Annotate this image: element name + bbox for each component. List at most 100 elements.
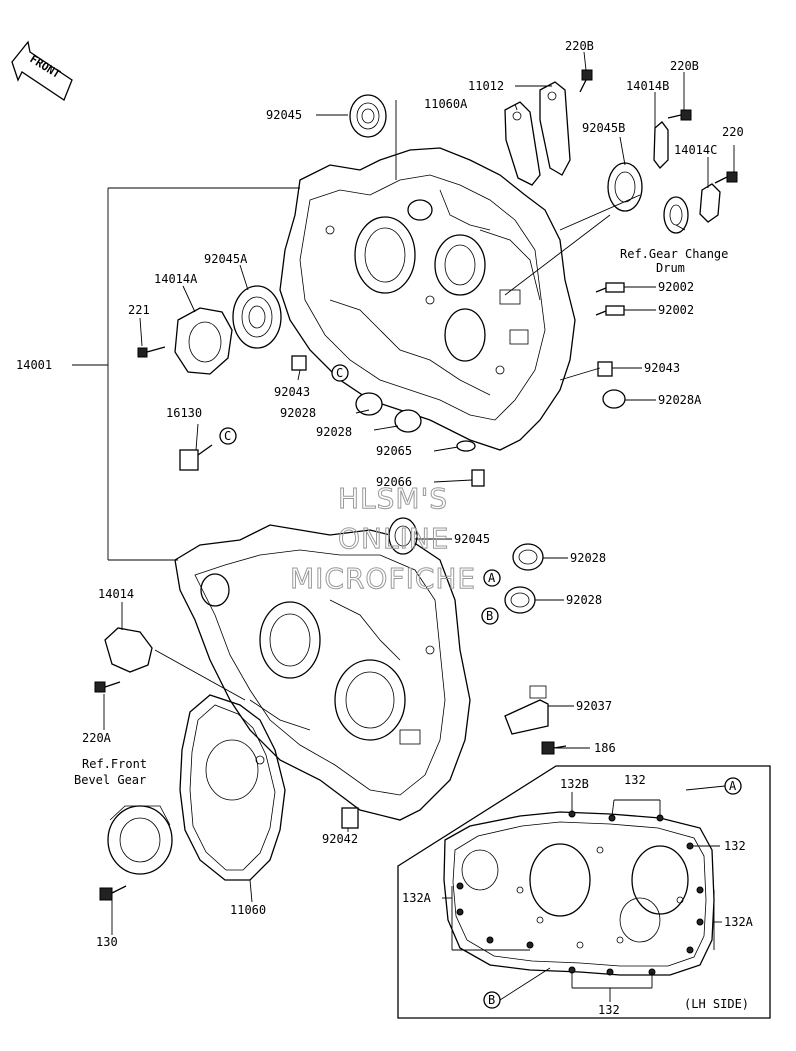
plate-14014 [104, 627, 153, 673]
bushing-92028-c [512, 543, 544, 571]
upper-crankcase [279, 147, 576, 451]
gasket-11060 [179, 694, 286, 881]
bolt-220B-a [579, 69, 593, 93]
dowel-92042 [341, 807, 359, 829]
part-label: 220B [565, 39, 594, 53]
part-label: 92043 [274, 385, 310, 399]
ref-bevel-line1: Ref.Front [82, 757, 147, 771]
part-label: 132A [724, 915, 754, 929]
lh-side-inset [397, 765, 771, 1019]
part-label: 11060 [230, 903, 266, 917]
bushing-92028-b [394, 409, 422, 433]
callout-a-2-label: A [729, 779, 737, 793]
callout-a-1-label: A [488, 571, 496, 585]
bolt-220 [714, 171, 738, 184]
callout-c-2-label: C [224, 429, 231, 443]
part-label: 92002 [658, 280, 694, 294]
part-label: 186 [594, 741, 616, 755]
bushing-92028A [602, 389, 626, 409]
bearing-92045B [607, 162, 643, 212]
stud-92002-b [595, 305, 625, 316]
callout-a-1: A [483, 569, 501, 587]
part-labels: 220B 11012 11060A 220B 14014B 92045 9204… [16, 39, 754, 1017]
callout-a-2: A [724, 777, 742, 795]
part-label: 92045A [204, 252, 248, 266]
part-label: 14014A [154, 272, 198, 286]
ref-bevel-line2: Bevel Gear [74, 773, 146, 787]
part-label: 92028 [280, 406, 316, 420]
dowel-92043-a [291, 355, 307, 371]
part-label: 92028A [658, 393, 702, 407]
callout-b-2-label: B [488, 993, 495, 1007]
callout-b-1: B [481, 607, 499, 625]
part-label: 92028 [566, 593, 602, 607]
watermark-line1: HLSM'S [338, 482, 448, 515]
part-label: 11060A [424, 97, 468, 111]
plate-14014A [174, 307, 233, 375]
part-label: 92037 [576, 699, 612, 713]
bolt-221 [137, 346, 166, 358]
bushing-92028-a [355, 392, 383, 416]
dowel-92043-b [597, 361, 613, 377]
stud-92002-a [595, 282, 625, 293]
callout-c-1-label: C [336, 366, 343, 380]
callout-c-1: C [331, 364, 349, 382]
bushing-92028-d [504, 586, 536, 614]
part-label: 92045 [454, 532, 490, 546]
part-label: 11012 [468, 79, 504, 93]
part-label: 221 [128, 303, 150, 317]
bolt-220A [94, 681, 121, 693]
part-label: 16130 [166, 406, 202, 420]
part-label: 92066 [376, 475, 412, 489]
reference-notes: Ref.Gear Change Drum Ref.Front Bevel Gea… [74, 247, 749, 1011]
plate-14014B [653, 121, 669, 169]
part-label: 14014C [674, 143, 717, 157]
part-label: 14014B [626, 79, 669, 93]
ref-gear-change-line2: Drum [656, 261, 685, 275]
callout-b-2: B [483, 991, 501, 1009]
part-label: 92028 [570, 551, 606, 565]
sensor-16130 [179, 444, 213, 471]
watermark-line3: MICROFICHE [290, 562, 476, 595]
part-label: 132 [724, 839, 746, 853]
bracket-92037 [504, 685, 549, 735]
watermark: HLSM'S ONLINE MICROFICHE [290, 482, 476, 596]
leader-lines [72, 51, 735, 1002]
part-label: 220B [670, 59, 699, 73]
part-label: 92043 [644, 361, 680, 375]
callout-b-1-label: B [486, 609, 493, 623]
part-label: 132A [402, 891, 432, 905]
bearing-gear-change [663, 196, 689, 234]
part-label: 14014 [98, 587, 134, 601]
part-label: 92028 [316, 425, 352, 439]
part-label: 132 [598, 1003, 620, 1017]
bearing-92045A [232, 285, 282, 349]
plate-14014C [699, 183, 721, 223]
plug-92066 [471, 469, 485, 487]
bearing-92045-top [349, 94, 387, 138]
ref-gear-change-line1: Ref.Gear Change [620, 247, 728, 261]
bevel-gear-housing [107, 805, 173, 875]
part-label: 132B [560, 777, 589, 791]
part-label: 92045 [266, 108, 302, 122]
bolt-130 [99, 885, 127, 901]
part-label: 132 [624, 773, 646, 787]
part-label: 92045B [582, 121, 625, 135]
bearing-92045-lower [388, 517, 418, 555]
watermark-line2: ONLINE [338, 522, 449, 555]
lower-crankcase [174, 524, 471, 821]
part-label: 220A [82, 731, 112, 745]
bolt-186 [541, 741, 567, 755]
washer-92065 [456, 440, 476, 452]
part-label: 130 [96, 935, 118, 949]
lh-side-label: (LH SIDE) [684, 997, 749, 1011]
part-label: 220 [722, 125, 744, 139]
plates-11012-11060A [504, 81, 571, 186]
front-arrow-icon: FRONT [11, 40, 73, 101]
part-label: 92042 [322, 832, 358, 846]
part-label: 92002 [658, 303, 694, 317]
part-label: 92065 [376, 444, 412, 458]
bolt-220B-b [667, 109, 692, 121]
